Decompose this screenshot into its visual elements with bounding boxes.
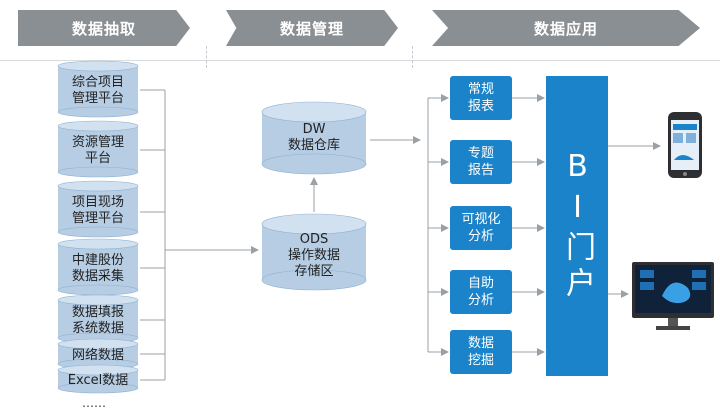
ods-label: ODS 操作数据 存储区	[287, 232, 340, 279]
more-indicator: ……	[82, 396, 106, 410]
source-label: 综合项目 管理平台	[71, 75, 124, 106]
ods-cylinder	[261, 213, 367, 291]
dw-label: DW 数据仓库	[287, 122, 340, 153]
app-regular-report: 常规 报表	[450, 76, 512, 120]
header-extract: 数据抽取	[18, 10, 190, 46]
source-cylinder	[57, 238, 139, 296]
monitor-icon	[632, 262, 714, 330]
app-special-report: 专题 报告	[450, 140, 512, 184]
dw-cylinder	[261, 101, 367, 175]
source-label: Excel数据	[67, 373, 129, 388]
source-cylinder	[57, 180, 139, 238]
header-apply: 数据应用	[432, 10, 700, 46]
source-label: 资源管理 平台	[71, 135, 124, 166]
column-divider-2	[412, 46, 413, 68]
phone-icon	[668, 112, 702, 178]
app-self-service-analysis: 自助 分析	[450, 270, 512, 314]
app-visual-analysis: 可视化 分析	[450, 206, 512, 250]
header-divider	[0, 60, 720, 61]
source-cylinder	[57, 120, 139, 178]
source-cylinder	[57, 60, 139, 118]
column-divider-1	[206, 46, 207, 68]
source-cylinder	[57, 364, 139, 394]
source-label: 中建股份 数据采集	[71, 253, 124, 284]
source-label: 网络数据	[71, 348, 124, 363]
source-label: 数据填报 系统数据	[71, 305, 124, 336]
bi-portal: BI门户	[546, 76, 608, 376]
app-data-mining: 数据 挖掘	[450, 330, 512, 374]
header-manage: 数据管理	[226, 10, 398, 46]
source-label: 项目现场 管理平台	[71, 195, 124, 226]
